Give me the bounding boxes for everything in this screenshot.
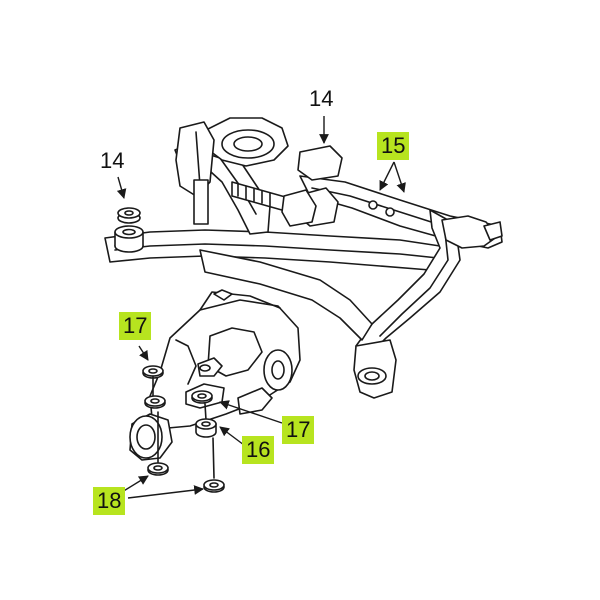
arrow-14-left [116,176,127,199]
rear-subframe [104,117,503,399]
arrow-17-right [219,400,283,424]
arrow-15-b [393,161,406,193]
callout-17-top: 17 [119,312,152,340]
arrow-15-a [379,161,395,191]
callout-16: 16 [242,436,275,464]
callout-17-right: 17 [282,416,315,444]
callout-arrows [116,116,406,499]
differential-housing [129,289,301,461]
arrow-18-b [127,485,204,499]
arrow-17-top [138,345,149,361]
arrow-16 [219,426,245,446]
callout-14-left: 14 [100,148,125,173]
callout-14-upper: 14 [309,86,334,111]
diff-mount-hardware [142,365,225,493]
callout-18: 18 [93,487,126,515]
arrow-18-a [121,475,149,493]
callout-15: 15 [377,132,410,160]
